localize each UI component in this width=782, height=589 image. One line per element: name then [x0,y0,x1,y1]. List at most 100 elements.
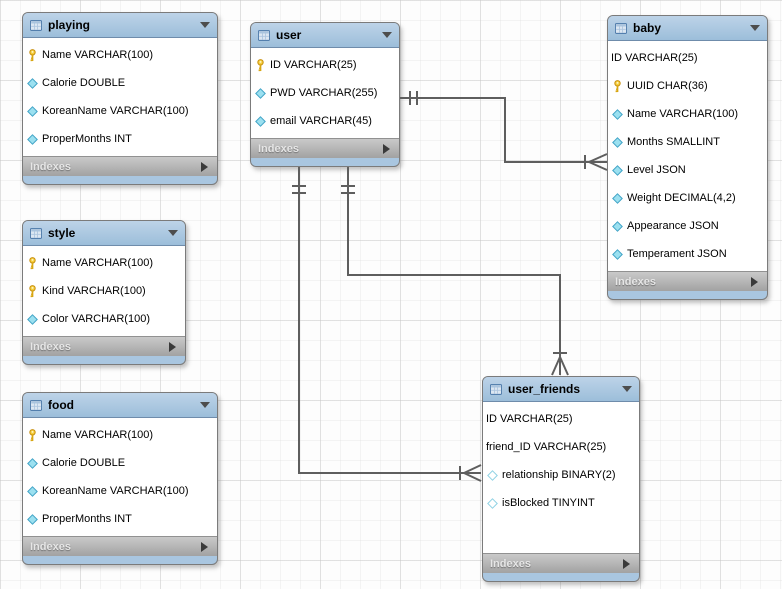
column-row[interactable]: Name VARCHAR(100) [23,421,217,449]
table-user-header[interactable]: user [251,23,399,48]
relationship-connector-user-baby[interactable] [400,91,608,171]
table-baby-header[interactable]: baby [608,16,767,41]
not-null-column-icon [254,87,266,99]
column-row[interactable]: PWD VARCHAR(255) [251,79,399,107]
table-style-header[interactable]: style [23,221,185,246]
indexes-section[interactable]: Indexes [483,553,639,573]
column-row[interactable]: Months SMALLINT [608,128,767,156]
column-label: Months SMALLINT [627,136,720,148]
table-icon [30,19,42,32]
column-label: KoreanName VARCHAR(100) [42,485,189,497]
nullable-column-icon [486,469,498,481]
triangle-down-icon[interactable] [200,22,210,28]
column-row[interactable]: ID VARCHAR(25) [251,51,399,79]
column-label: Weight DECIMAL(4,2) [627,192,736,204]
table-playing-header[interactable]: playing [23,13,217,38]
not-null-column-icon [254,115,266,127]
column-label: Name VARCHAR(100) [42,429,154,441]
triangle-down-icon[interactable] [382,32,392,38]
table-title: style [48,226,76,240]
triangle-right-icon[interactable] [201,542,208,552]
indexes-label: Indexes [615,275,656,288]
indexes-section[interactable]: Indexes [23,536,217,556]
column-row[interactable]: ID VARCHAR(25) [608,44,767,72]
cardinality-one-marker [341,185,355,194]
table-title: user [276,28,302,42]
table-food[interactable]: food Name VARCHAR(100) Calorie DOUBLE Ko… [22,392,218,565]
column-row[interactable]: Weight DECIMAL(4,2) [608,184,767,212]
indexes-section[interactable]: Indexes [23,336,185,356]
column-row[interactable]: ID VARCHAR(25) [483,405,639,433]
indexes-section[interactable]: Indexes [23,156,217,176]
column-row[interactable]: KoreanName VARCHAR(100) [23,97,217,125]
not-null-column-icon [611,248,623,260]
column-row[interactable]: Appearance JSON [608,212,767,240]
column-label: Name VARCHAR(100) [627,108,739,120]
table-style[interactable]: style Name VARCHAR(100) Kind VARCHAR(100… [22,220,186,365]
table-user_friends-columns: ID VARCHAR(25) friend_ID VARCHAR(25) rel… [483,402,639,553]
cardinality-many-marker [584,153,608,171]
indexes-label: Indexes [30,540,71,553]
column-row[interactable]: ProperMonths INT [23,505,217,533]
column-label: Kind VARCHAR(100) [42,285,146,297]
cardinality-one-marker [292,185,306,194]
column-label: isBlocked TINYINT [502,497,595,509]
column-row[interactable]: Name VARCHAR(100) [23,41,217,69]
triangle-down-icon[interactable] [750,25,760,31]
indexes-section[interactable]: Indexes [608,271,767,291]
table-title: food [48,398,74,412]
column-row[interactable]: isBlocked TINYINT [483,489,639,517]
column-row[interactable]: Temperament JSON [608,240,767,268]
column-row[interactable]: Level JSON [608,156,767,184]
table-icon [30,399,42,412]
relationship-connector-user-user_friends-top[interactable] [341,162,569,376]
triangle-down-icon[interactable] [200,402,210,408]
column-label: ProperMonths INT [42,133,132,145]
column-row[interactable]: Calorie DOUBLE [23,449,217,477]
table-food-columns: Name VARCHAR(100) Calorie DOUBLE KoreanN… [23,418,217,536]
column-label: relationship BINARY(2) [502,469,616,481]
indexes-section[interactable]: Indexes [251,138,399,158]
column-row[interactable]: relationship BINARY(2) [483,461,639,489]
not-null-column-icon [26,77,38,89]
column-row[interactable]: ProperMonths INT [23,125,217,153]
triangle-down-icon[interactable] [622,386,632,392]
column-row[interactable]: KoreanName VARCHAR(100) [23,477,217,505]
table-user[interactable]: user ID VARCHAR(25) PWD VARCHAR(255) ema… [250,22,400,167]
column-label: friend_ID VARCHAR(25) [486,441,607,453]
column-row[interactable]: UUID CHAR(36) [608,72,767,100]
column-label: Calorie DOUBLE [42,77,126,89]
table-playing[interactable]: playing Name VARCHAR(100) Calorie DOUBLE… [22,12,218,185]
column-row[interactable]: Name VARCHAR(100) [23,249,185,277]
primary-key-icon [26,284,38,298]
triangle-right-icon[interactable] [751,277,758,287]
table-user_friends[interactable]: user_friends ID VARCHAR(25) friend_ID VA… [482,376,640,582]
triangle-right-icon[interactable] [383,144,390,154]
table-baby[interactable]: baby ID VARCHAR(25) UUID CHAR(36) Name V… [607,15,768,300]
triangle-right-icon[interactable] [623,559,630,569]
table-title: baby [633,21,662,35]
relationship-connector-user-user_friends-side[interactable] [292,162,482,482]
table-user_friends-header[interactable]: user_friends [483,377,639,402]
column-row[interactable]: email VARCHAR(45) [251,107,399,135]
triangle-down-icon[interactable] [168,230,178,236]
table-user-columns: ID VARCHAR(25) PWD VARCHAR(255) email VA… [251,48,399,138]
column-label: ID VARCHAR(25) [270,59,357,71]
column-row[interactable]: Calorie DOUBLE [23,69,217,97]
table-icon [490,383,502,396]
column-row[interactable]: Color VARCHAR(100) [23,305,185,333]
column-label: Calorie DOUBLE [42,457,126,469]
column-row[interactable]: Name VARCHAR(100) [608,100,767,128]
triangle-right-icon[interactable] [169,342,176,352]
table-food-header[interactable]: food [23,393,217,418]
column-row[interactable]: Kind VARCHAR(100) [23,277,185,305]
not-null-column-icon [611,192,623,204]
column-label: Name VARCHAR(100) [42,257,154,269]
column-label: ID VARCHAR(25) [486,413,573,425]
column-label: email VARCHAR(45) [270,115,372,127]
triangle-right-icon[interactable] [201,162,208,172]
primary-key-icon [26,48,38,62]
column-row[interactable]: friend_ID VARCHAR(25) [483,433,639,461]
